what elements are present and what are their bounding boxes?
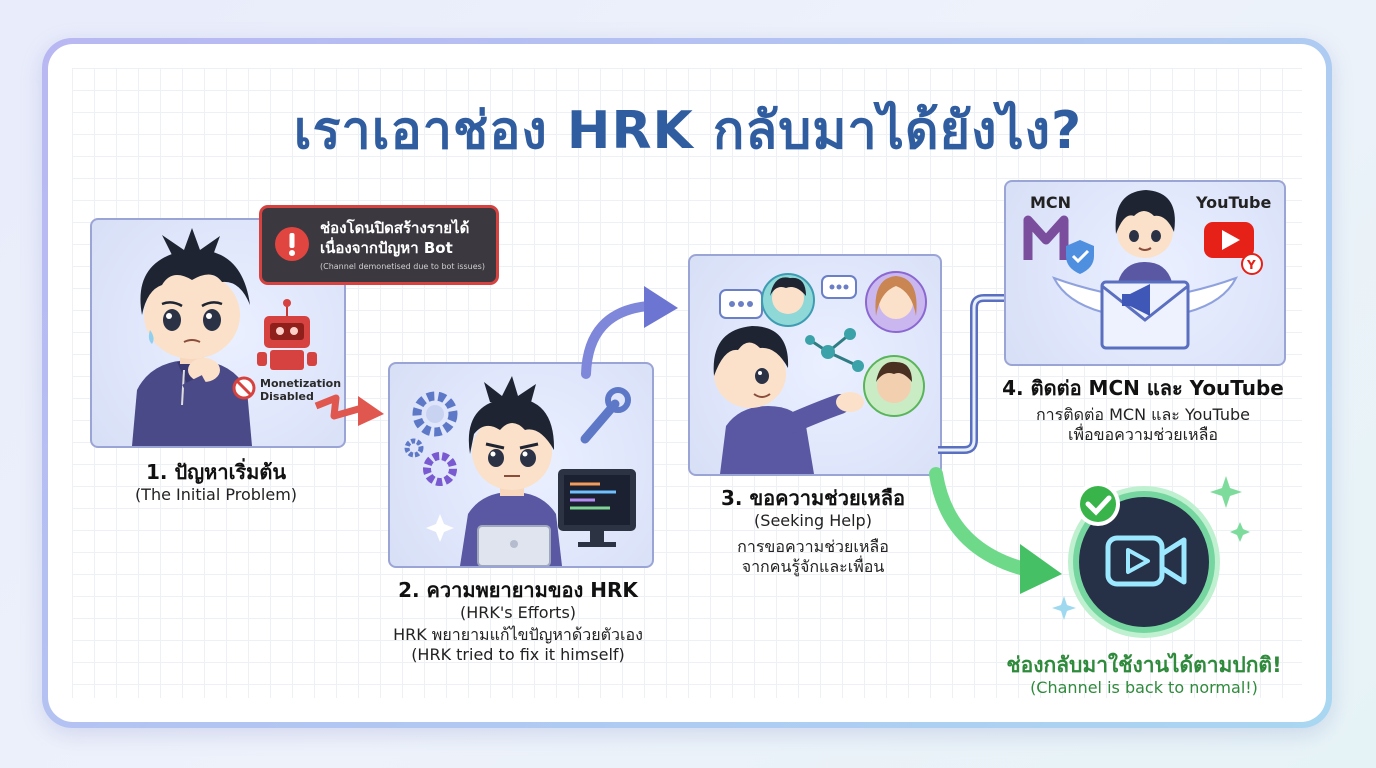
step3-panel <box>688 254 942 476</box>
result-subheading: (Channel is back to normal!) <box>1030 678 1258 698</box>
step4-heading: 4. ติดต่อ MCN และ YouTube <box>1002 376 1284 400</box>
infographic-frame <box>42 38 1332 728</box>
step2-desc-en: (HRK tried to fix it himself) <box>411 645 625 664</box>
step2-desc-th: HRK พยายามแก้ไขปัญหาด้วยตัวเอง <box>393 625 643 644</box>
connector-line <box>938 294 1006 454</box>
alert-line2: เนื่องจากปัญหา Bot <box>320 239 453 257</box>
step1-subheading: (The Initial Problem) <box>134 485 298 504</box>
prohibited-icon <box>232 376 256 400</box>
help-network-illustration <box>713 271 927 474</box>
step4-desc-line2: เพื่อขอความช่วยเหลือ <box>1067 425 1219 444</box>
worried-boy-illustration <box>132 228 252 446</box>
success-arrow-icon <box>929 467 1062 594</box>
exclamation-icon <box>275 227 309 261</box>
result-heading: ช่องกลับมาใช้งานได้ตามปกติ! <box>1006 653 1282 677</box>
mcn-youtube-illustration: Y <box>1023 190 1263 350</box>
alert-line3: (Channel demonetised due to bot issues) <box>320 262 485 271</box>
step4-label: 4. ติดต่อ MCN และ YouTube การติดต่อ MCN … <box>990 376 1296 445</box>
chat-bubble-icon <box>719 289 763 319</box>
svg-text:Y: Y <box>1246 258 1256 272</box>
page-title: เราเอาช่อง HRK กลับมาได้ยังไง? <box>293 101 1083 161</box>
alert-line1: ช่องโดนปิดสร้างรายได้ <box>320 219 470 237</box>
zigzag-arrow-icon <box>314 394 384 426</box>
step1-heading: 1. ปัญหาเริ่มต้น <box>145 460 287 484</box>
step4-desc-line1: การติดต่อ MCN และ YouTube <box>1035 405 1251 424</box>
step4-panel: Y <box>1004 180 1286 366</box>
step3-desc-line1: การขอความช่วยเหลือ <box>737 537 889 556</box>
step3-subheading: (Seeking Help) <box>754 511 872 530</box>
mcn-label: MCN <box>1030 193 1072 212</box>
step2-panel <box>388 362 654 568</box>
step2-heading: 2. ความพยายามของ HRK <box>398 578 638 602</box>
monetization-status: Monetization Disabled <box>260 377 342 403</box>
step3-heading: 3. ขอความช่วยเหลือ <box>721 486 905 510</box>
mcn-logo-icon <box>1023 215 1094 274</box>
step2-subheading: (HRK's Efforts) <box>459 603 577 622</box>
youtube-logo-icon: Y <box>1204 222 1263 275</box>
step3-desc-line2: จากคนรู้จักและเพื่อน <box>741 557 885 576</box>
gear-icon <box>412 391 458 437</box>
megaphone-icon <box>1122 284 1150 316</box>
bot-icon <box>257 299 317 370</box>
demonetised-alert: ช่องโดนปิดสร้างรายได้ เนื่องจากปัญหา Bot… <box>259 205 499 285</box>
youtube-label: YouTube <box>1196 193 1272 212</box>
checkmark-icon <box>1076 482 1120 526</box>
coding-boy-illustration <box>404 376 636 566</box>
step2-label: 2. ความพยายามของ HRK (HRK's Efforts) HRK… <box>368 578 668 665</box>
step1-label: 1. ปัญหาเริ่มต้น (The Initial Problem) <box>96 460 336 505</box>
video-camera-success-icon <box>1052 476 1250 638</box>
step3-label: 3. ขอความช่วยเหลือ (Seeking Help) การขอค… <box>670 486 956 577</box>
curved-arrow-icon <box>581 286 678 379</box>
result-label: ช่องกลับมาใช้งานได้ตามปกติ! (Channel is … <box>974 652 1314 698</box>
